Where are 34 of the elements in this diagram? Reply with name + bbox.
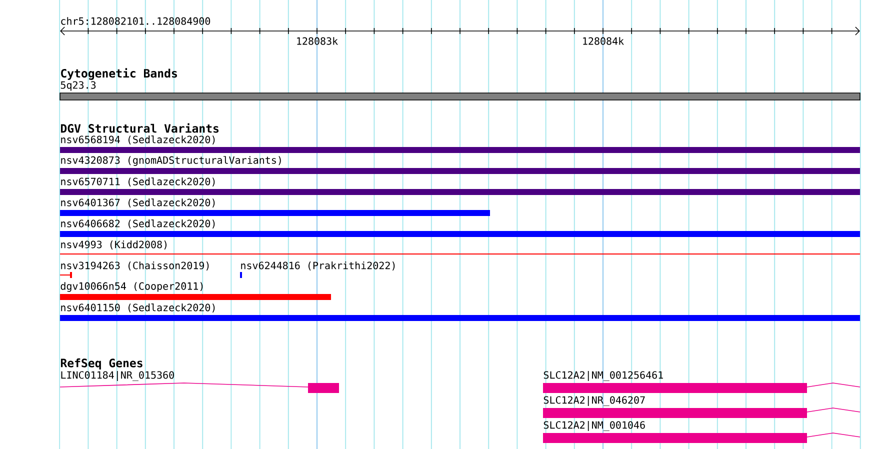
node-label: SLC12A2|NM_001256461 xyxy=(544,370,663,381)
variant-track: nsv6401367 (Sedlazeck2020) xyxy=(60,198,490,216)
gene-model: SLC12A2|NR_046207 xyxy=(543,396,860,418)
node-label: LINC01184|NR_015360 xyxy=(61,370,174,381)
node-label: SLC12A2|NR_046207 xyxy=(544,396,645,406)
variant-track: nsv4320873 (gnomADStructuralVariants) xyxy=(60,156,860,174)
track-title: Cytogenetic Bands xyxy=(61,68,177,80)
variant-track: nsv6244816 (Prakrithi2022) xyxy=(240,262,395,278)
node-label: nsv6568194 (Sedlazeck2020) xyxy=(61,136,215,144)
node-label: dgv10066n54 (Cooper2011) xyxy=(60,282,203,292)
gene-model: SLC12A2|NM_001046 xyxy=(543,420,860,443)
variant-track: nsv6570711 (Sedlazeck2020) xyxy=(60,178,860,195)
node-label: nsv6570711 (Sedlazeck2020) xyxy=(61,178,215,186)
variant-track: nsv4993 (Kidd2008) xyxy=(60,240,860,254)
gene-model: LINC01184|NR_015360 xyxy=(60,370,339,393)
node-label: nsv6406682 (Sedlazeck2020) xyxy=(61,220,215,228)
variant-track: nsv6568194 (Sedlazeck2020) xyxy=(60,136,860,153)
node-label: nsv3194263 (Chaisson2019) xyxy=(61,262,209,270)
ruler-label: 128084k xyxy=(583,37,624,45)
ruler-label: 128083k xyxy=(297,37,338,45)
node-label: nsv6401150 (Sedlazeck2020) xyxy=(61,304,215,312)
node-label: 5q23.3 xyxy=(60,81,96,91)
gene-model: SLC12A2|NM_001256461 xyxy=(543,370,860,393)
cytoband-bar: 5q23.3 xyxy=(60,81,860,100)
node-label: nsv4320873 (gnomADStructuralVariants) xyxy=(61,156,281,166)
node-label: nsv6401367 (Sedlazeck2020) xyxy=(61,198,215,208)
track-title: DGV Structural Variants xyxy=(60,123,218,133)
coordinate-label: chr5:128082101..128084900 xyxy=(61,17,210,25)
variant-track: nsv6401150 (Sedlazeck2020) xyxy=(60,304,860,321)
node-label: SLC12A2|NM_001046 xyxy=(544,420,645,431)
variant-track: dgv10066n54 (Cooper2011) xyxy=(60,282,331,300)
node-label: nsv6244816 (Prakrithi2022) xyxy=(241,262,395,270)
variant-track: nsv6406682 (Sedlazeck2020) xyxy=(60,220,860,237)
variant-track: nsv3194263 (Chaisson2019) xyxy=(60,262,209,278)
